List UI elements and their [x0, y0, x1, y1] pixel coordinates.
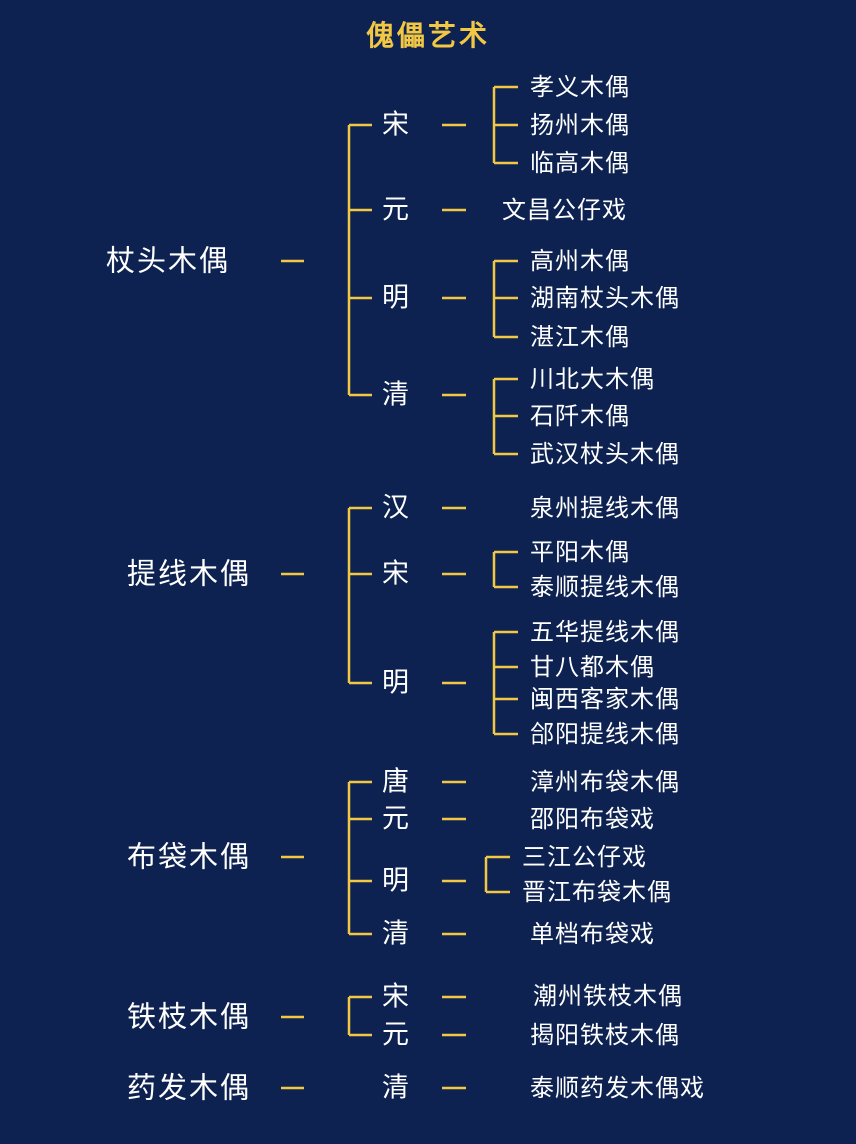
puppet-type-label: 平阳木偶	[530, 538, 630, 566]
dynasty-label: 宋	[382, 558, 409, 590]
puppet-type-label: 石阡木偶	[530, 402, 630, 430]
dynasty-label: 宋	[382, 109, 409, 141]
puppet-type-label: 川北大木偶	[530, 365, 655, 393]
category-label: 药发木偶	[127, 1070, 252, 1105]
puppet-type-label: 武汉杖头木偶	[530, 440, 680, 468]
puppet-type-label: 泰顺药发木偶戏	[530, 1074, 705, 1102]
dynasty-label: 明	[382, 667, 409, 699]
puppet-type-label: 文昌公仔戏	[502, 196, 627, 224]
dynasty-label: 清	[382, 379, 409, 411]
puppet-type-label: 泉州提线木偶	[530, 494, 680, 522]
dynasty-label: 明	[382, 865, 409, 897]
category-label: 布袋木偶	[127, 839, 252, 874]
diagram-title: 傀儡艺术	[365, 19, 490, 52]
dynasty-label: 清	[382, 1072, 409, 1104]
puppet-type-label: 高州木偶	[530, 247, 630, 275]
puppet-type-label: 五华提线木偶	[530, 618, 680, 646]
puppet-type-label: 孝义木偶	[530, 73, 630, 101]
puppet-type-label: 晋江布袋木偶	[522, 878, 672, 906]
dynasty-label: 元	[382, 1019, 409, 1051]
dynasty-label: 宋	[382, 981, 409, 1013]
dynasty-label: 元	[382, 194, 409, 226]
category-label: 铁枝木偶	[127, 999, 252, 1034]
puppet-type-label: 闽西客家木偶	[530, 685, 680, 713]
puppet-type-label: 单档布袋戏	[530, 920, 655, 948]
puppet-type-label: 揭阳铁枝木偶	[530, 1021, 680, 1049]
dynasty-label: 清	[382, 918, 409, 950]
category-label: 杖头木偶	[106, 243, 231, 278]
puppet-type-label: 湛江木偶	[530, 323, 630, 351]
puppet-type-label: 潮州铁枝木偶	[533, 982, 683, 1010]
dynasty-label: 汉	[382, 492, 409, 524]
puppet-type-label: 湖南杖头木偶	[530, 284, 680, 312]
dynasty-label: 元	[382, 803, 409, 835]
dynasty-label: 唐	[382, 766, 409, 798]
puppet-type-label: 临高木偶	[530, 149, 630, 177]
puppet-type-label: 扬州木偶	[530, 111, 630, 139]
puppet-type-label: 郃阳提线木偶	[530, 720, 680, 748]
category-label: 提线木偶	[127, 556, 252, 591]
puppet-type-label: 漳州布袋木偶	[530, 768, 680, 796]
puppet-type-label: 邵阳布袋戏	[530, 805, 655, 833]
puppet-type-label: 甘八都木偶	[530, 653, 655, 681]
puppet-type-label: 三江公仔戏	[522, 843, 647, 871]
dynasty-label: 明	[382, 282, 409, 314]
puppet-type-label: 泰顺提线木偶	[530, 573, 680, 601]
